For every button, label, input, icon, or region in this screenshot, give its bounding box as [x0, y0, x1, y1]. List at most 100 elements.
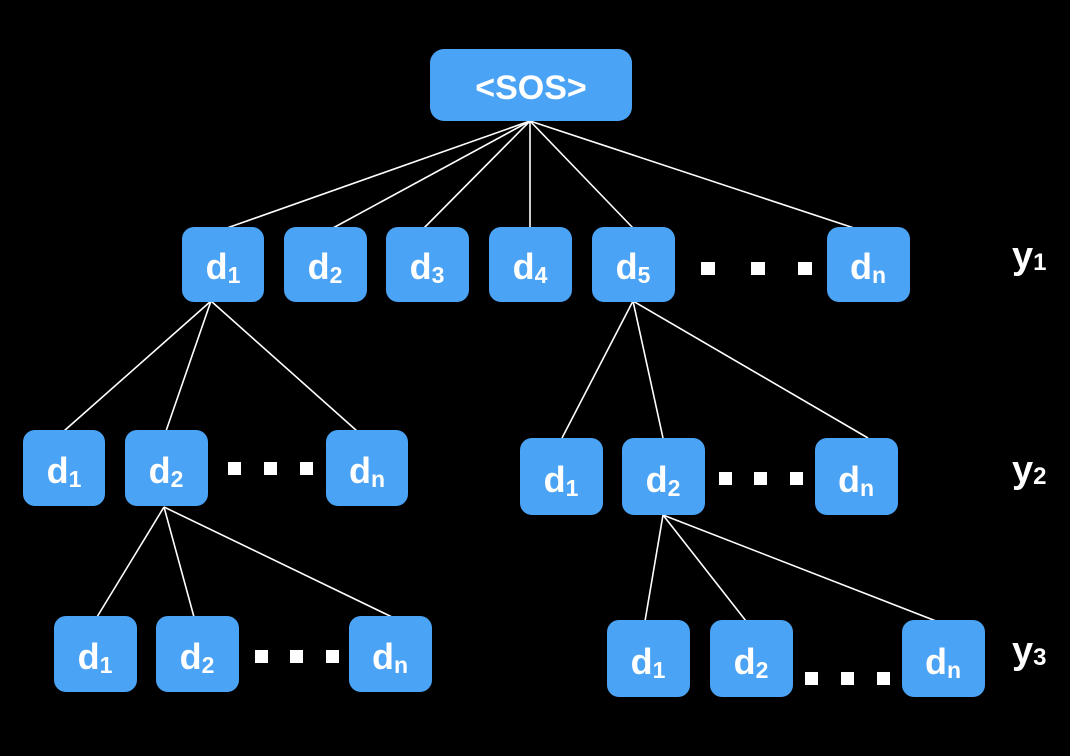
node-label: d — [850, 246, 872, 287]
node-subscript: n — [394, 652, 408, 678]
node-label: d — [78, 636, 100, 677]
edge — [63, 300, 212, 432]
svg-text:dn: dn — [850, 246, 886, 288]
node-subscript: n — [860, 475, 874, 501]
level2-node: d1 — [23, 430, 105, 506]
node-label: d — [734, 641, 756, 682]
level3-node: d1 — [54, 616, 137, 692]
node-subscript: 5 — [638, 262, 651, 288]
svg-text:dn: dn — [349, 450, 385, 492]
level2-right-row: d1 d2 dn — [520, 438, 898, 515]
level1-node: d2 — [284, 227, 367, 302]
node-subscript: 1 — [69, 466, 82, 492]
edge — [96, 506, 165, 618]
level1-node: d4 — [489, 227, 572, 302]
svg-text:d2: d2 — [734, 641, 769, 683]
edge — [662, 514, 747, 622]
svg-text:d1: d1 — [206, 246, 241, 288]
edge — [226, 120, 531, 229]
node-label: d — [47, 450, 69, 491]
level-labels: y1 y2 y3 — [1012, 235, 1047, 672]
svg-text:d3: d3 — [410, 246, 445, 288]
edge — [529, 120, 634, 229]
edge — [332, 120, 531, 229]
edge — [163, 506, 195, 618]
node-subscript: n — [371, 466, 385, 492]
root-node-box — [430, 49, 632, 121]
svg-text:dn: dn — [838, 459, 874, 501]
root-node: <SOS> — [430, 49, 632, 121]
level2-node: d1 — [520, 438, 603, 515]
ellipsis-dots — [255, 650, 339, 663]
svg-text:d1: d1 — [78, 636, 113, 678]
level3-node: dn — [349, 616, 432, 692]
edge — [165, 300, 212, 432]
level1-node: d3 — [386, 227, 469, 302]
node-subscript: 1 — [100, 652, 113, 678]
node-label: d — [349, 450, 371, 491]
level1-node: d5 — [592, 227, 675, 302]
node-label: d — [925, 641, 947, 682]
node-label: d — [206, 246, 228, 287]
level2-node: d2 — [125, 430, 208, 506]
node-subscript: 1 — [228, 262, 241, 288]
node-subscript: 2 — [171, 466, 184, 492]
node-subscript: 1 — [566, 475, 579, 501]
edge — [163, 506, 393, 618]
svg-text:d2: d2 — [308, 246, 343, 288]
edge — [632, 300, 664, 439]
node-label: d — [410, 246, 432, 287]
node-subscript: 2 — [756, 657, 769, 683]
level3-left-row: d1 d2 dn — [54, 616, 432, 692]
level1-node: dn — [827, 227, 910, 302]
level3-node: dn — [902, 620, 985, 697]
node-label: d — [149, 450, 171, 491]
level3-node: d2 — [156, 616, 239, 692]
node-subscript: 2 — [330, 262, 343, 288]
level3-right-row: d1 d2 dn — [607, 620, 985, 697]
svg-text:dn: dn — [372, 636, 408, 678]
node-label: d — [513, 246, 535, 287]
node-subscript: 2 — [202, 652, 215, 678]
node-subscript: 2 — [668, 475, 681, 501]
node-subscript: 4 — [535, 262, 548, 288]
root-node-label: <SOS> — [475, 69, 587, 107]
node-label: d — [308, 246, 330, 287]
level2-left-row: d1 d2 dn — [23, 430, 408, 506]
level1-node: d1 — [182, 227, 264, 302]
edge — [662, 514, 937, 622]
level-label-y2: y2 — [1012, 449, 1047, 491]
node-subscript: 1 — [653, 657, 666, 683]
edges — [63, 120, 937, 622]
node-label: d — [180, 636, 202, 677]
edge — [529, 120, 855, 229]
ellipsis-dots — [701, 262, 812, 275]
level1-row: d1 d2 d3 d4 d5 dn — [182, 227, 910, 302]
level2-node: dn — [326, 430, 408, 506]
svg-text:d1: d1 — [631, 641, 666, 683]
node-subscript: 3 — [432, 262, 445, 288]
svg-text:d2: d2 — [180, 636, 215, 678]
ellipsis-dots — [719, 472, 803, 485]
node-subscript: n — [947, 657, 961, 683]
ellipsis-dots — [805, 672, 890, 685]
level3-node: d1 — [607, 620, 690, 697]
svg-text:d2: d2 — [149, 450, 184, 492]
level-label-y3: y3 — [1012, 630, 1047, 672]
node-label: d — [646, 459, 668, 500]
node-label: d — [631, 641, 653, 682]
svg-text:d5: d5 — [616, 246, 651, 288]
edge — [423, 120, 531, 229]
level2-node: d2 — [622, 438, 705, 515]
edge — [210, 300, 358, 432]
level3-node: d2 — [710, 620, 793, 697]
svg-text:d4: d4 — [513, 246, 548, 288]
node-label: d — [838, 459, 860, 500]
node-label: d — [544, 459, 566, 500]
svg-text:d2: d2 — [646, 459, 681, 501]
svg-text:dn: dn — [925, 641, 961, 683]
node-subscript: n — [872, 262, 886, 288]
level-label-y1: y1 — [1012, 235, 1047, 277]
edge — [561, 300, 634, 439]
